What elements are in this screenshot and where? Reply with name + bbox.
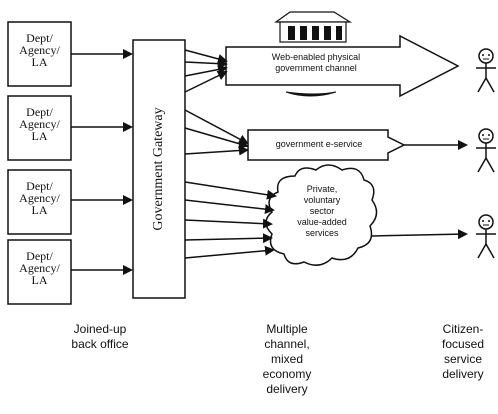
gw-arrow-2 [184, 58, 228, 69]
dept-label-3: Dept/ Agency/ LA [19, 179, 60, 217]
gw-arrow-5 [184, 109, 249, 144]
eservice-label: government e-service [275, 139, 363, 149]
physical-channel-label: Web-enabled physical government channel [271, 52, 361, 73]
gw-arrow-7 [184, 145, 249, 156]
gw-arrow-10 [184, 218, 273, 229]
gw-arrow-1 [184, 49, 228, 64]
gateway-label: Government Gateway [151, 107, 166, 231]
gw-arrow-4 [184, 71, 228, 93]
private-sector-label: Private, voluntary sector value-added se… [297, 184, 347, 238]
dept-box-2 [7, 95, 72, 161]
caption-citizen-focused: Citizen- focused service delivery [441, 322, 485, 381]
shadow-mark [285, 91, 337, 97]
gw-arrow-12 [184, 245, 275, 259]
physical-channel-arrow [225, 34, 460, 98]
building-icon [274, 11, 353, 43]
cloud-to-citizen-arrow [371, 229, 468, 240]
gw-arrow-8 [184, 181, 277, 200]
gateway-box [132, 39, 186, 299]
dept-box-3 [7, 169, 72, 235]
gw-arrow-9 [184, 199, 275, 215]
person-icon [476, 214, 496, 259]
gw-arrow-6 [184, 127, 249, 149]
dept-box-4 [7, 239, 72, 305]
person-icon [476, 128, 496, 173]
dept-label-1: Dept/ Agency/ LA [19, 31, 60, 69]
dept-label-2: Dept/ Agency/ LA [19, 105, 60, 143]
dept-box-1 [7, 21, 72, 87]
eservice-arrow [247, 129, 406, 161]
caption-back-office: Joined-up back office [71, 322, 129, 351]
gw-arrow-11 [184, 233, 273, 244]
person-icon [476, 48, 496, 93]
caption-multiple-channel: Multiple channel, mixed economy delivery [262, 322, 312, 396]
gw-arrow-3 [184, 64, 228, 77]
dept-label-4: Dept/ Agency/ LA [19, 249, 60, 287]
